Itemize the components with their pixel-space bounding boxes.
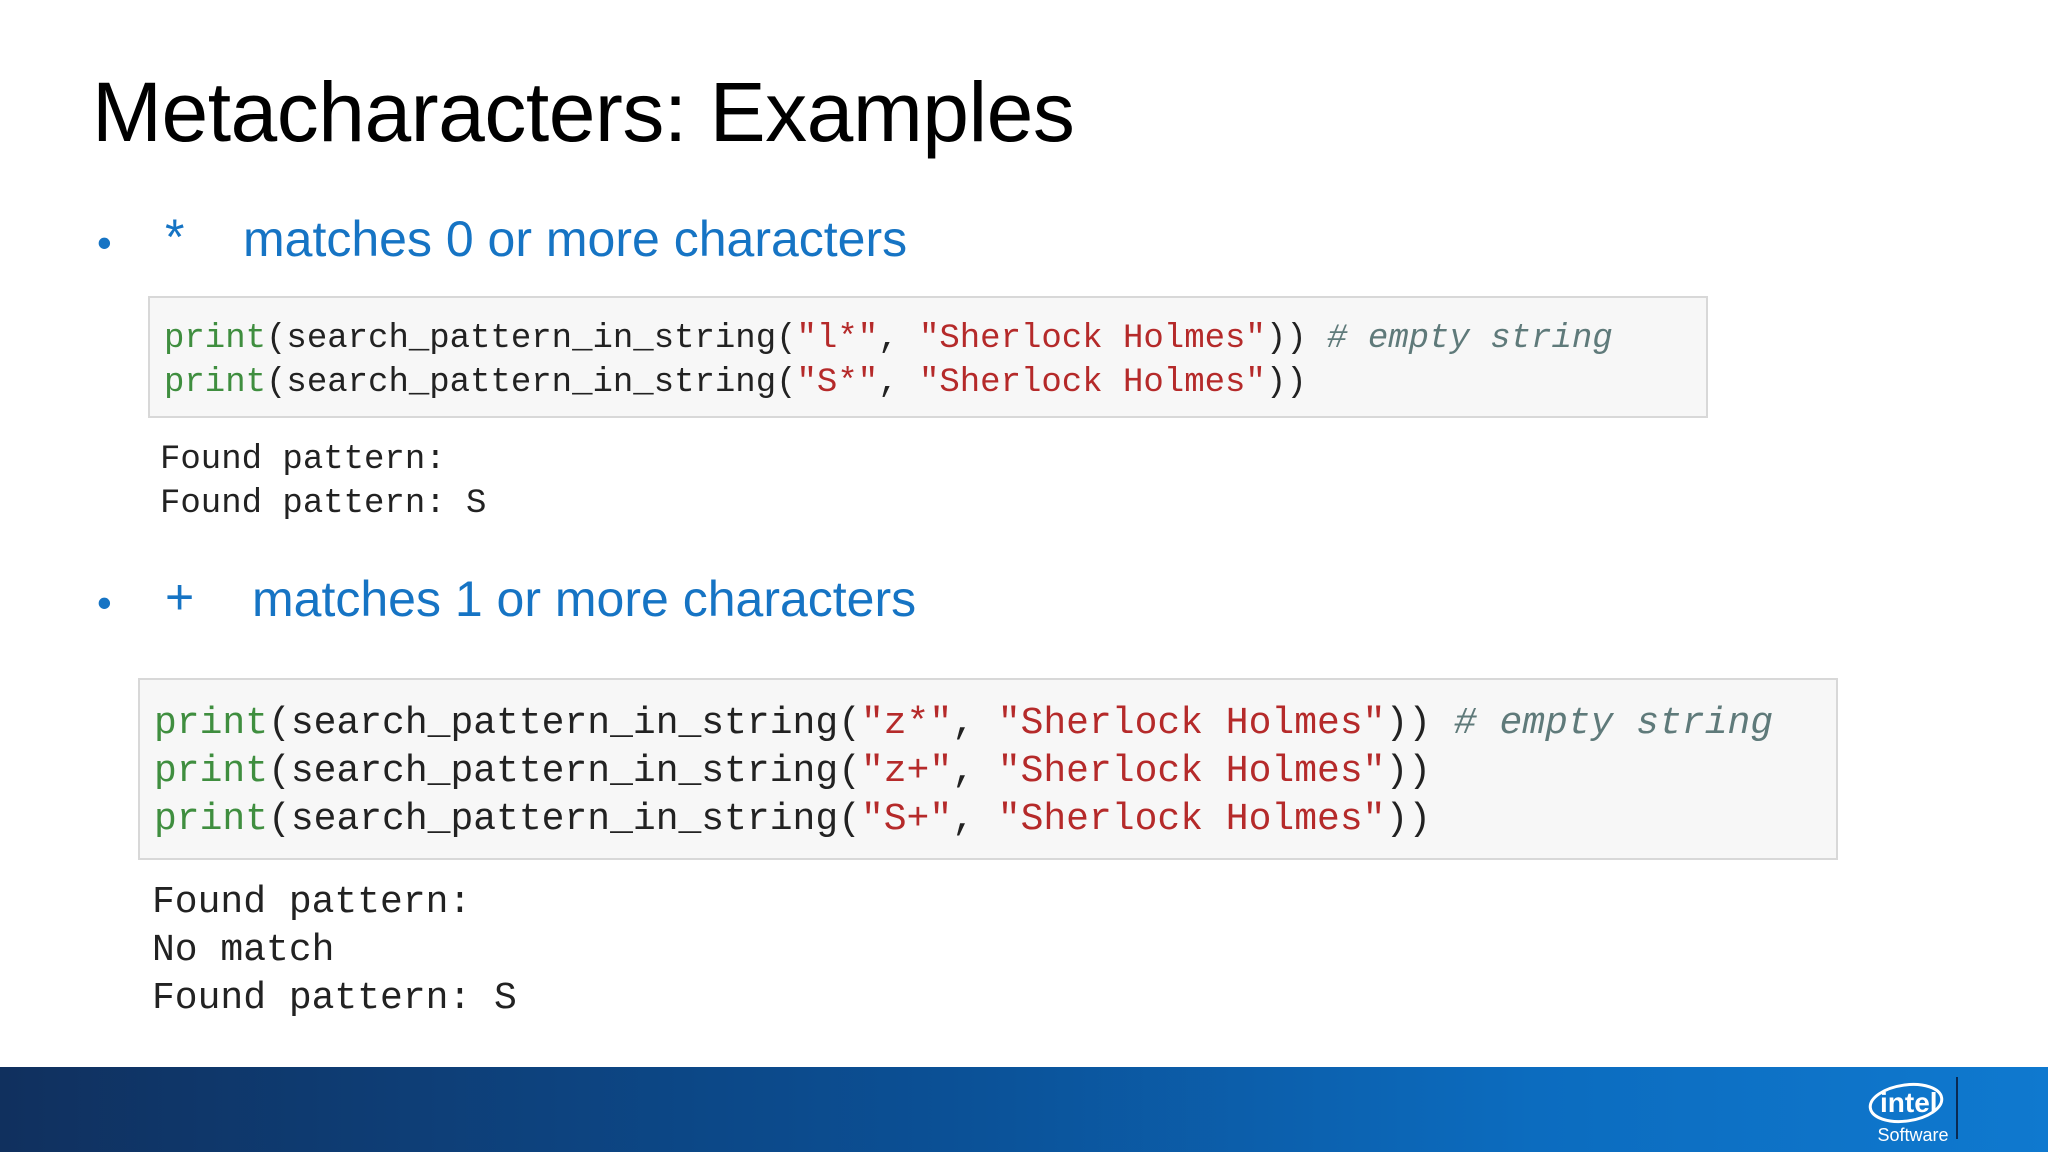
code-line: print(search_pattern_in_string("S+", "Sh… [154,796,1836,844]
code-separator: , [878,320,919,358]
code-cell-2: print(search_pattern_in_string("z*", "Sh… [138,678,1838,860]
code-line: print(search_pattern_in_string("l*", "Sh… [164,317,1706,361]
code-close: )) [1385,702,1432,745]
intel-logo-icon [1868,1082,1944,1124]
bullet-text-2: matches 1 or more characters [252,571,917,627]
bullet-dot-2: • [97,579,112,626]
code-string: "Sherlock Holmes" [918,364,1266,402]
code-close: )) [1385,798,1432,841]
code-string: "l*" [796,320,879,358]
code-string: "S*" [796,364,879,402]
code-call: (search_pattern_in_string( [268,702,861,745]
code-call: (search_pattern_in_string( [268,798,861,841]
bullet-text-1: matches 0 or more characters [243,211,908,267]
code-string: "Sherlock Holmes" [997,750,1386,793]
code-separator: , [952,750,998,793]
intel-software-logo: intel Software [1866,1079,1960,1145]
code-separator: , [952,798,998,841]
intel-logo-text: intel [1880,1087,1938,1118]
code-keyword: print [154,702,269,745]
code-keyword: print [164,320,267,358]
code-call: (search_pattern_in_string( [266,320,797,358]
output-cell-1: Found pattern: Found pattern: S [160,438,486,526]
output-line: Found pattern: S [160,485,487,523]
code-line: print(search_pattern_in_string("z+", "Sh… [154,748,1836,796]
code-comment: # empty string [1431,702,1774,745]
code-close: )) [1265,364,1307,402]
code-call: (search_pattern_in_string( [266,364,797,402]
footer-bar: intel Software [0,1067,2048,1152]
code-string: "Sherlock Holmes" [918,320,1266,358]
output-line: Found pattern: S [152,977,517,1020]
slide-title: Metacharacters: Examples [92,65,1075,159]
code-string: "Sherlock Holmes" [997,798,1386,841]
code-keyword: print [154,750,269,793]
code-string: "z+" [860,750,953,793]
code-line: print(search_pattern_in_string("z*", "Sh… [154,700,1836,748]
output-line: No match [152,929,335,972]
code-separator: , [878,364,919,402]
bullet-dot-1: • [97,219,112,266]
output-line: Found pattern: [160,441,446,479]
code-string: "S+" [860,798,953,841]
code-close: )) [1265,320,1307,358]
bullet-symbol-1: * [165,209,185,265]
output-line: Found pattern: [152,881,472,924]
logo-caption: Software [1877,1125,1949,1145]
code-line: print(search_pattern_in_string("S*", "Sh… [164,361,1706,405]
code-call: (search_pattern_in_string( [268,750,861,793]
code-string: "Sherlock Holmes" [997,702,1386,745]
code-separator: , [952,702,998,745]
code-keyword: print [154,798,269,841]
bullet-symbol-2: + [165,569,195,625]
code-keyword: print [164,364,267,402]
code-comment: # empty string [1306,320,1613,358]
code-close: )) [1385,750,1432,793]
logo-divider [1956,1077,1958,1139]
code-string: "z*" [860,702,953,745]
code-cell-1: print(search_pattern_in_string("l*", "Sh… [148,296,1708,418]
